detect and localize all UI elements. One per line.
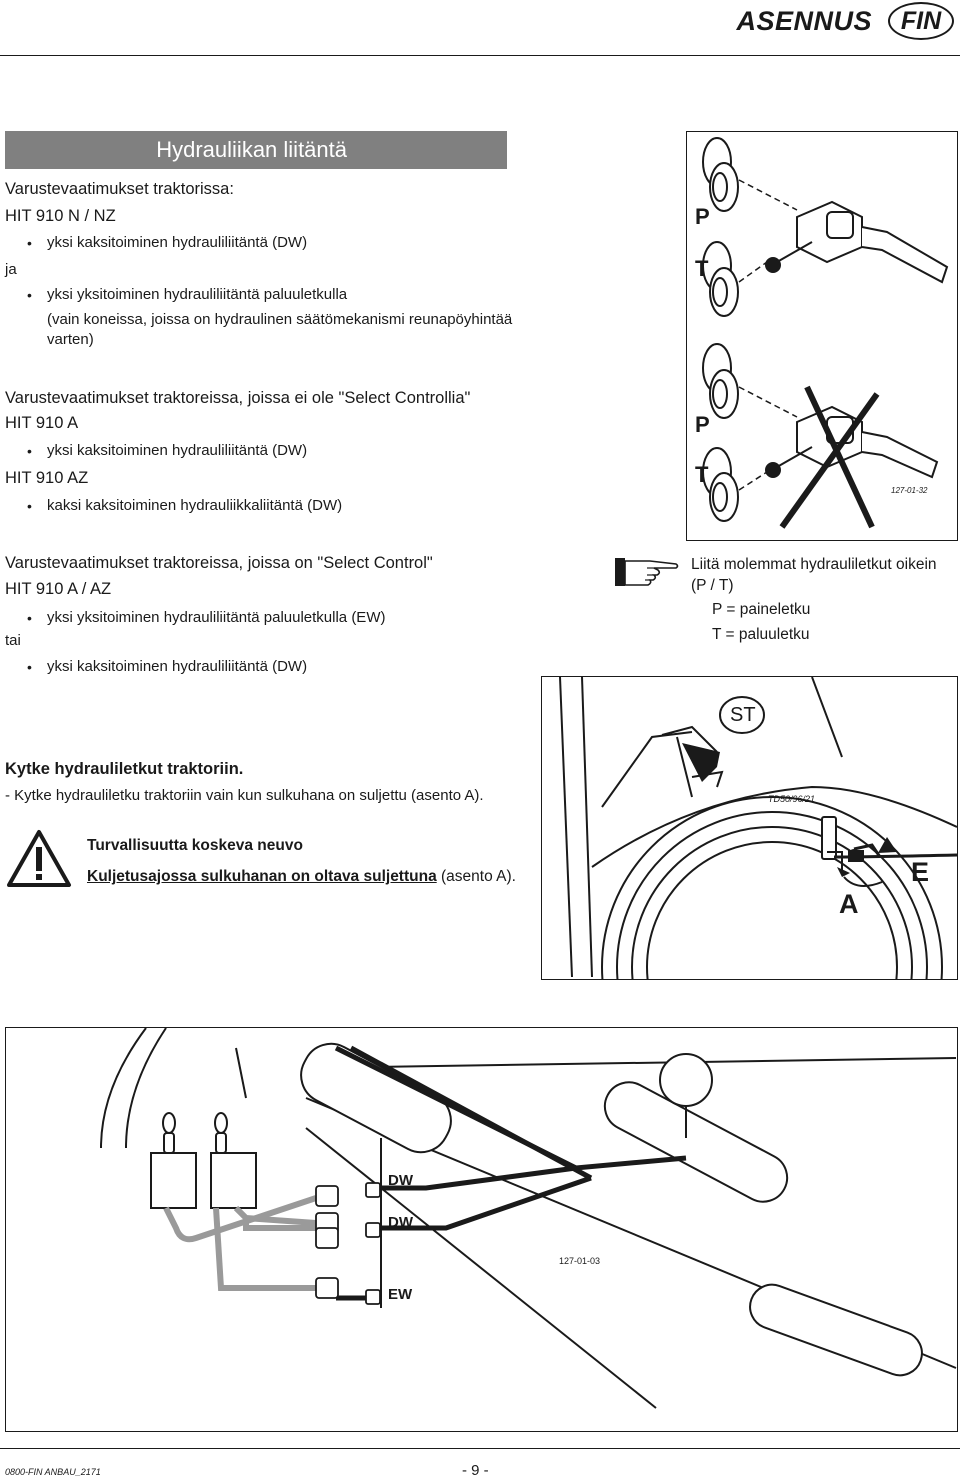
figure-tractor-valve: ST TD50/96/21 A E [541, 676, 958, 980]
req2-bullet-1: yksi kaksitoiminen hydrauliliitäntä (DW) [47, 442, 308, 459]
coupler-label-t1: T [695, 256, 709, 281]
bullet-dot: • [27, 610, 32, 626]
req1-model: HIT 910 N / NZ [5, 207, 116, 225]
warning-triangle-icon [7, 830, 71, 887]
header-divider [0, 55, 960, 56]
req1-conjunction: ja [5, 261, 17, 278]
req3-heading: Varustevaatimukset traktoreissa, joissa … [5, 554, 433, 572]
bullet-dot: • [27, 235, 32, 251]
req2-heading: Varustevaatimukset traktoreissa, joissa … [5, 389, 471, 407]
coupler-diagram [702, 137, 949, 529]
req3-bullet-2: yksi kaksitoiminen hydrauliliitäntä (DW) [47, 658, 308, 675]
coupler-label-t2: T [695, 462, 709, 487]
req2-bullet-2: kaksi kaksitoiminen hydrauliikkaliitäntä… [47, 497, 343, 514]
bullet-dot: • [27, 443, 32, 459]
figure-couplers: P T P T 127-01-32 [686, 131, 958, 541]
hose-diagram [100, 1028, 957, 1409]
section-title: Hydrauliikan liitäntä [156, 137, 347, 162]
req1-bullet-2: yksi yksitoiminen hydrauliliitäntä paluu… [47, 286, 348, 303]
safety-text-rest: (asento A). [436, 868, 516, 885]
req1-heading: Varustevaatimukset traktorissa: [5, 180, 234, 198]
coupler-label-p1: P [695, 204, 710, 229]
req2-model-1: HIT 910 A [5, 414, 79, 432]
hose-label-ew: EW [388, 1286, 413, 1303]
safety-text-emphasis: Kuljetusajossa sulkuhanan on oltava sulj… [87, 868, 437, 885]
tractor-diagram [559, 677, 957, 979]
connect-item: - Kytke hydrauliletku traktoriin vain ku… [5, 787, 484, 804]
req3-model: HIT 910 A / AZ [5, 580, 112, 598]
hose-label-dw-1: DW [388, 1172, 413, 1189]
bullet-dot: • [27, 498, 32, 514]
req1-bullet-2-line2: (vain koneissa, joissa on hydraulinen sä… [47, 311, 513, 328]
valve-position-a: A [839, 889, 859, 919]
coupler-label-p2: P [695, 412, 710, 437]
req1-bullet-1: yksi kaksitoiminen hydrauliliitäntä (DW) [47, 234, 308, 251]
req3-bullet-1: yksi yksitoiminen hydrauliliitäntä paluu… [47, 609, 386, 626]
pointing-hand-icon [615, 558, 679, 586]
note-pressure-line: P = paineletku [712, 601, 811, 618]
footer-divider [0, 1448, 960, 1449]
figure-code: 127-01-32 [891, 486, 928, 495]
hose-label-dw-2: DW [388, 1214, 413, 1231]
document-reference: 0800-FIN ANBAU_2171 [5, 1467, 101, 1477]
page-number: - 9 - [462, 1462, 489, 1479]
figure-code: TD50/96/21 [768, 794, 816, 804]
note-line-1: Liitä molemmat hydrauliletkut oikein [691, 556, 937, 573]
valve-position-e: E [911, 857, 930, 887]
st-label: ST [730, 704, 756, 726]
safety-text: Kuljetusajossa sulkuhanan on oltava sulj… [87, 868, 516, 886]
note-return-line: T = paluuletku [712, 626, 810, 643]
bullet-dot: • [27, 287, 32, 303]
language-badge: FIN [888, 2, 954, 40]
page-header-title: ASENNUS [736, 6, 872, 36]
note-line-2: (P / T) [691, 577, 734, 594]
bullet-dot: • [27, 659, 32, 675]
figure-code: 127-01-03 [559, 1256, 601, 1266]
req3-conjunction: tai [5, 632, 21, 649]
connect-heading: Kytke hydrauliletkut traktoriin. [5, 760, 244, 778]
section-title-bar: Hydrauliikan liitäntä [5, 131, 507, 169]
safety-heading: Turvallisuutta koskeva neuvo [87, 837, 303, 854]
req1-bullet-2-line3: varten) [47, 331, 94, 348]
req2-model-2: HIT 910 AZ [5, 469, 89, 487]
figure-hose-connections: DW DW EW 127-01-03 [5, 1027, 958, 1432]
